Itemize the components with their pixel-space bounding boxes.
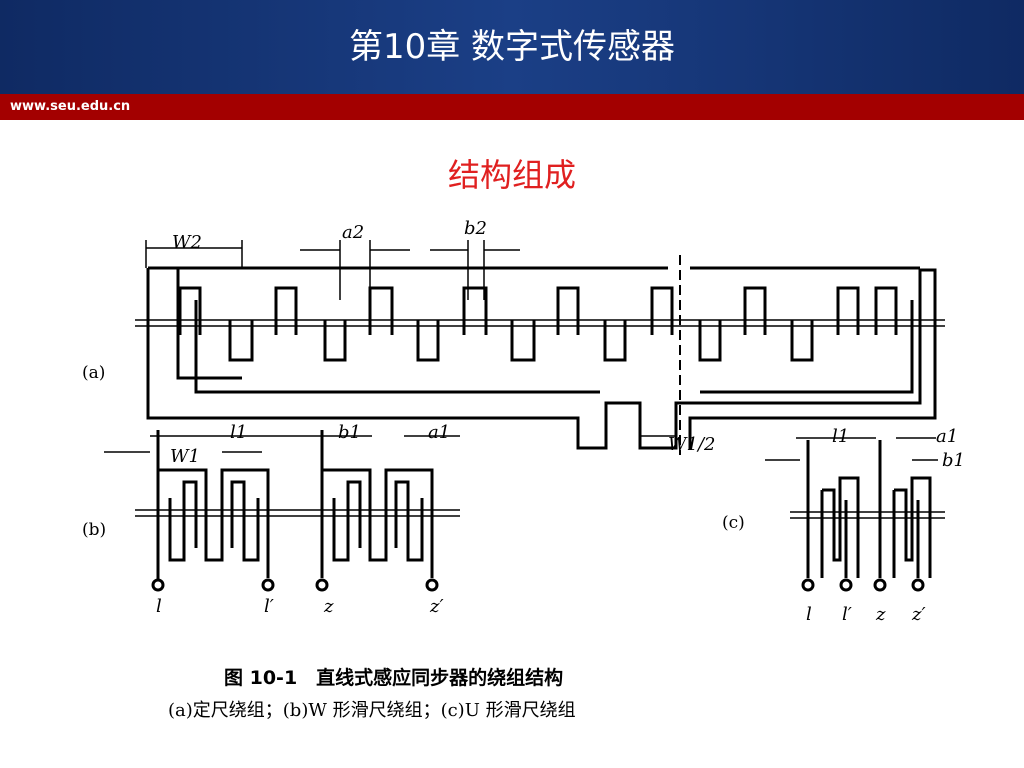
stator-winding xyxy=(135,240,945,455)
section-title: 结构组成 xyxy=(447,156,576,194)
panel-label-c: (c) xyxy=(722,513,745,533)
dim-label-a1-b: a1 xyxy=(428,422,450,443)
terminal-label-b: l′ xyxy=(264,596,274,617)
figure-caption: 图 10-1 直线式感应同步器的绕组结构 xyxy=(224,666,563,689)
url-bar: www.seu.edu.cn xyxy=(0,94,1024,120)
dim-label-w1-half: W1/2 xyxy=(668,434,715,455)
dim-label-l1-b: l1 xyxy=(230,422,247,443)
terminal-label-c: z xyxy=(875,604,886,625)
dim-label-a2: a2 xyxy=(342,222,364,243)
dim-label-w1: W1 xyxy=(170,446,200,467)
u-slider-winding xyxy=(765,437,945,592)
terminal-label-c: z′ xyxy=(911,604,926,625)
terminal-label-b: l xyxy=(156,596,162,617)
site-url: www.seu.edu.cn xyxy=(10,99,131,114)
panel-label-b: (b) xyxy=(82,520,106,540)
dim-label-b1-b: b1 xyxy=(338,422,361,443)
panel-label-a: (a) xyxy=(82,363,105,383)
dim-label-b2: b2 xyxy=(464,218,487,239)
figure-subcaption: (a)定尺绕组；(b)W 形滑尺绕组；(c)U 形滑尺绕组 xyxy=(168,700,576,721)
dim-label-w2: W2 xyxy=(172,232,202,253)
terminal-label-c: l xyxy=(806,604,812,625)
terminal-label-b: z xyxy=(323,596,334,617)
w-slider-winding xyxy=(104,430,460,592)
terminal-label-b: z′ xyxy=(429,596,444,617)
title-banner: 第10章 数字式传感器 xyxy=(0,0,1024,94)
chapter-title: 第10章 数字式传感器 xyxy=(348,27,676,67)
terminal-label-c: l′ xyxy=(842,604,852,625)
dim-label-l1-c: l1 xyxy=(832,426,849,447)
dim-label-a1-c: a1 xyxy=(936,426,958,447)
dim-label-b1-c: b1 xyxy=(942,450,965,471)
